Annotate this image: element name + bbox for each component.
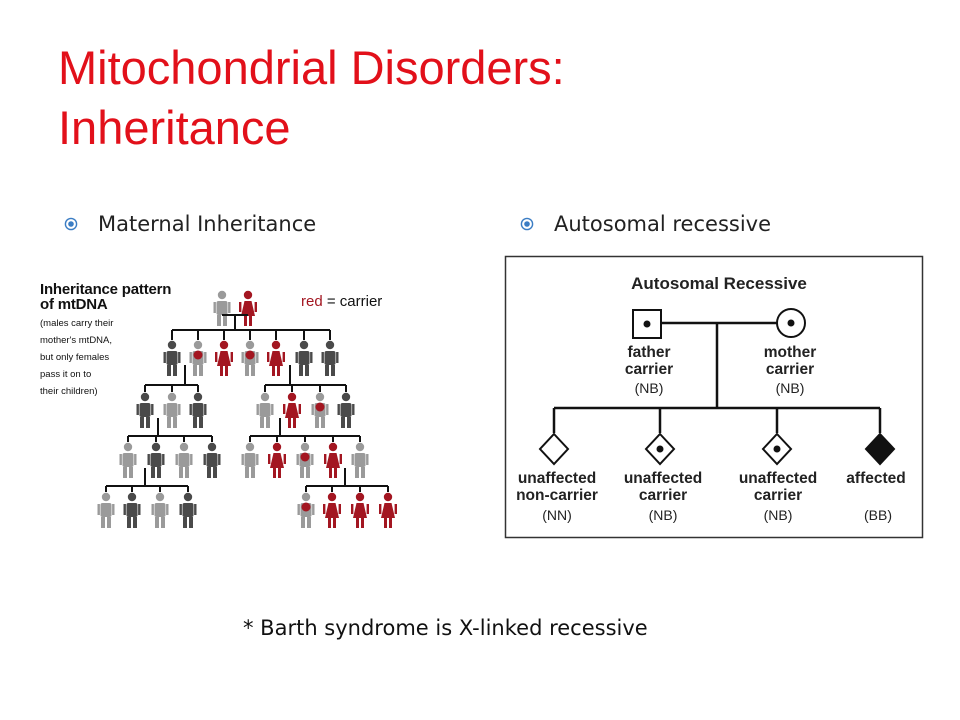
female-person-icon: [351, 492, 369, 528]
mother-circle-dot-icon: [776, 308, 806, 338]
child-3-genotype: (NB): [764, 507, 793, 523]
female-person-icon: [324, 442, 342, 478]
child-3-label: unaffected: [739, 470, 817, 487]
child-1-genotype: (NN): [542, 507, 572, 523]
female-person-icon: [268, 442, 286, 478]
mtdna-note: (males carry their mother's mtDNA, but o…: [40, 318, 114, 397]
child-2-genotype: (NB): [649, 507, 678, 523]
mother-status: carrier: [766, 361, 814, 378]
male-person-icon: [256, 392, 274, 428]
male-person-icon: [136, 392, 154, 428]
male-person-icon: [179, 492, 197, 528]
child-3-status: carrier: [754, 487, 802, 504]
male-person-icon: [295, 340, 313, 376]
child-2-status: carrier: [639, 487, 687, 504]
diamond-empty-icon: [538, 432, 570, 466]
male-person-icon: [97, 492, 115, 528]
father-label: father: [627, 344, 670, 361]
male-person-icon: [296, 442, 314, 478]
female-person-icon: [267, 340, 285, 376]
title-line-2: Inheritance: [58, 101, 291, 154]
mtdna-caption: Inheritance pattern of mtDNA (males carr…: [40, 282, 200, 400]
mother-label: mother: [764, 344, 817, 361]
male-person-icon: [189, 340, 207, 376]
child-2-label: unaffected: [624, 470, 702, 487]
male-person-icon: [163, 392, 181, 428]
male-person-icon: [119, 442, 137, 478]
female-person-icon: [379, 492, 397, 528]
bullet-autosomal-recessive: Autosomal recessive: [520, 212, 771, 236]
diagram-frame: [504, 255, 924, 539]
father-genotype: (NB): [635, 380, 664, 396]
male-person-icon: [351, 442, 369, 478]
mother-genotype: (NB): [776, 380, 805, 396]
footnote: * Barth syndrome is X-linked recessive: [243, 616, 648, 640]
legend-red-word: red: [301, 293, 323, 310]
female-person-icon: [283, 392, 301, 428]
male-person-icon: [123, 492, 141, 528]
carrier-legend: red = carrier: [301, 293, 382, 310]
male-person-icon: [175, 442, 193, 478]
female-person-icon: [215, 340, 233, 376]
male-person-icon: [311, 392, 329, 428]
diamond-filled-icon: [864, 432, 896, 466]
circle-bullet-icon: [520, 217, 534, 231]
male-person-icon: [213, 290, 231, 326]
father-square-dot-icon: [632, 309, 662, 339]
child-1-status: non-carrier: [516, 487, 598, 504]
autosomal-title: Autosomal Recessive: [631, 274, 807, 293]
male-person-icon: [297, 492, 315, 528]
female-person-icon: [323, 492, 341, 528]
male-person-icon: [321, 340, 339, 376]
child-4-label: affected: [846, 470, 905, 487]
bullet-maternal-inheritance: Maternal Inheritance: [64, 212, 316, 236]
child-1-label: unaffected: [518, 470, 596, 487]
male-person-icon: [241, 340, 259, 376]
pedigree-lines: [552, 321, 882, 433]
male-person-icon: [151, 492, 169, 528]
male-person-icon: [163, 340, 181, 376]
male-person-icon: [337, 392, 355, 428]
diamond-dot-icon: [644, 432, 676, 466]
diamond-dot-icon: [761, 432, 793, 466]
male-person-icon: [189, 392, 207, 428]
legend-carrier-text: = carrier: [322, 293, 383, 310]
male-person-icon: [147, 442, 165, 478]
child-4-genotype: (BB): [864, 507, 892, 523]
father-status: carrier: [625, 361, 673, 378]
female-person-icon: [239, 290, 257, 326]
bullet-label: Maternal Inheritance: [98, 212, 317, 236]
title-line-1: Mitochondrial Disorders:: [58, 41, 565, 94]
slide-title: Mitochondrial Disorders: Inheritance: [58, 38, 858, 158]
bullet-label: Autosomal recessive: [554, 212, 772, 236]
male-person-icon: [203, 442, 221, 478]
mtdna-heading: Inheritance pattern of mtDNA: [40, 281, 172, 313]
male-person-icon: [241, 442, 259, 478]
circle-bullet-icon: [64, 217, 78, 231]
